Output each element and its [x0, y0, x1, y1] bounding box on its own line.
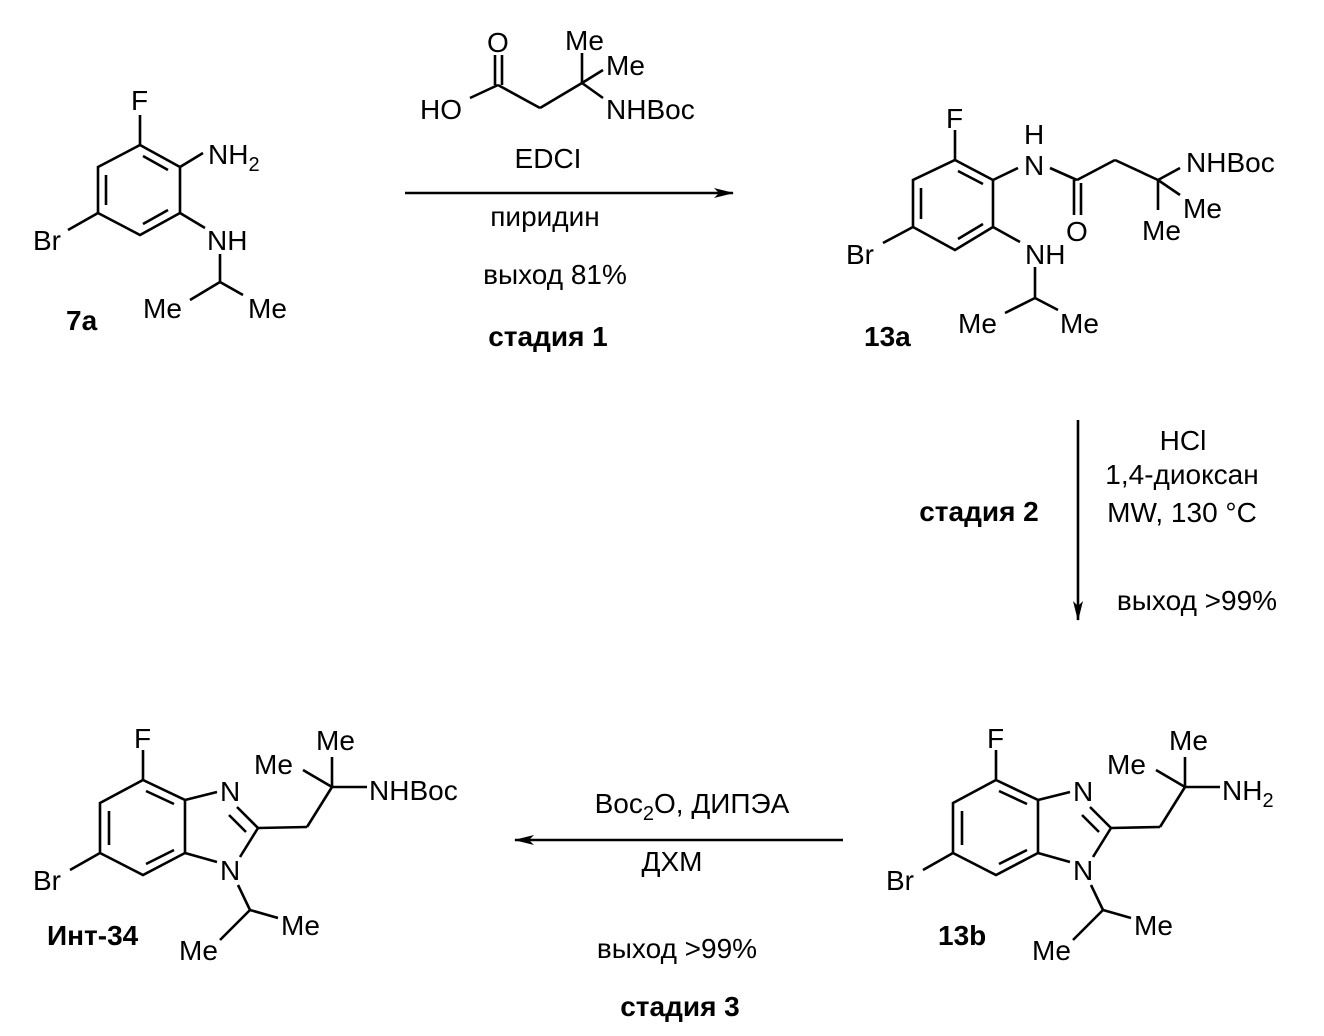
atom-me: Me	[1060, 308, 1099, 339]
atom-h: H	[1024, 119, 1044, 150]
atom-nhboc: NHBoc	[606, 94, 695, 125]
atom-nh: NH	[207, 225, 247, 256]
yield: выход 81%	[483, 259, 627, 290]
atom-me: Me	[958, 308, 997, 339]
13a-bonds	[882, 130, 1181, 315]
atom-nhboc: NHBoc	[1186, 147, 1275, 178]
7a-bonds	[67, 115, 244, 302]
compound-label-7a: 7a	[66, 305, 98, 336]
atom-br: Br	[886, 865, 914, 896]
stage-label: стадия 3	[620, 991, 740, 1022]
13b-bonds	[922, 750, 1220, 941]
atom-o: O	[1066, 216, 1088, 247]
atom-me: Me	[606, 50, 645, 81]
reagent: HCl	[1160, 425, 1207, 456]
coupling-agent: EDCI	[515, 143, 582, 174]
atom-f: F	[131, 85, 148, 116]
atom-f: F	[987, 723, 1004, 754]
step3: Boc2O, ДИПЭА ДХМ выход >99% стадия 3	[514, 788, 843, 1022]
solvent: 1,4-диоксан	[1105, 459, 1258, 490]
atom-me: Me	[565, 25, 604, 56]
atom-me: Me	[1169, 725, 1208, 756]
atom-nh: NH	[1025, 239, 1065, 270]
compound-13b: F N N Br NH2 Me Me Me Me 13b	[886, 723, 1274, 966]
atom-n: N	[220, 776, 240, 807]
atom-me: Me	[281, 910, 320, 941]
int34-bonds	[69, 750, 367, 941]
atom-br: Br	[846, 239, 874, 270]
atom-me: Me	[1134, 910, 1173, 941]
atom-br: Br	[33, 225, 61, 256]
yield: выход >99%	[1117, 585, 1277, 616]
stage-label: стадия 1	[488, 321, 608, 352]
atom-ho: HO	[420, 94, 462, 125]
solvent: ДХМ	[642, 846, 703, 877]
yield: выход >99%	[597, 933, 757, 964]
reagents: Boc2O, ДИПЭА	[595, 788, 790, 825]
atom-me: Me	[143, 293, 182, 324]
atom-me: Me	[316, 725, 355, 756]
atom-nh2: NH2	[1222, 775, 1274, 812]
compound-label-13a: 13a	[864, 321, 911, 352]
atom-n: N	[1073, 776, 1093, 807]
atom-me: Me	[1183, 193, 1222, 224]
atom-f: F	[134, 723, 151, 754]
compound-label-int-34: Инт-34	[47, 920, 139, 951]
atom-nh2: NH2	[208, 139, 260, 176]
acid-reagent-bonds	[469, 53, 604, 110]
step1: O HO Me Me NHBoc EDCI пиридин выход 81% …	[405, 25, 734, 352]
atom-me: Me	[248, 293, 287, 324]
conditions: MW, 130 °C	[1107, 497, 1257, 528]
stage-label: стадия 2	[919, 496, 1039, 527]
atom-me: Me	[1032, 935, 1071, 966]
atom-me: Me	[254, 749, 293, 780]
compound-int-34: F N N Br NHBoc Me Me Me Me Инт-34	[33, 723, 458, 966]
atom-o: O	[487, 27, 509, 58]
atom-nhboc: NHBoc	[369, 775, 458, 806]
atom-n: N	[220, 855, 240, 886]
atom-me: Me	[1142, 215, 1181, 246]
compound-label-13b: 13b	[938, 920, 986, 951]
step2: HCl 1,4-диоксан MW, 130 °C выход >99% ст…	[919, 420, 1277, 621]
compound-13a: F H N O NHBoc Me Me Br NH Me Me 13a	[846, 103, 1275, 352]
atom-n: N	[1073, 855, 1093, 886]
compound-7a: F NH2 NH Me Me Br 7a	[33, 85, 287, 336]
atom-me: Me	[1107, 749, 1146, 780]
atom-n: N	[1024, 150, 1044, 181]
solvent: пиридин	[490, 201, 599, 232]
atom-me: Me	[179, 935, 218, 966]
atom-br: Br	[33, 865, 61, 896]
atom-f: F	[946, 103, 963, 134]
